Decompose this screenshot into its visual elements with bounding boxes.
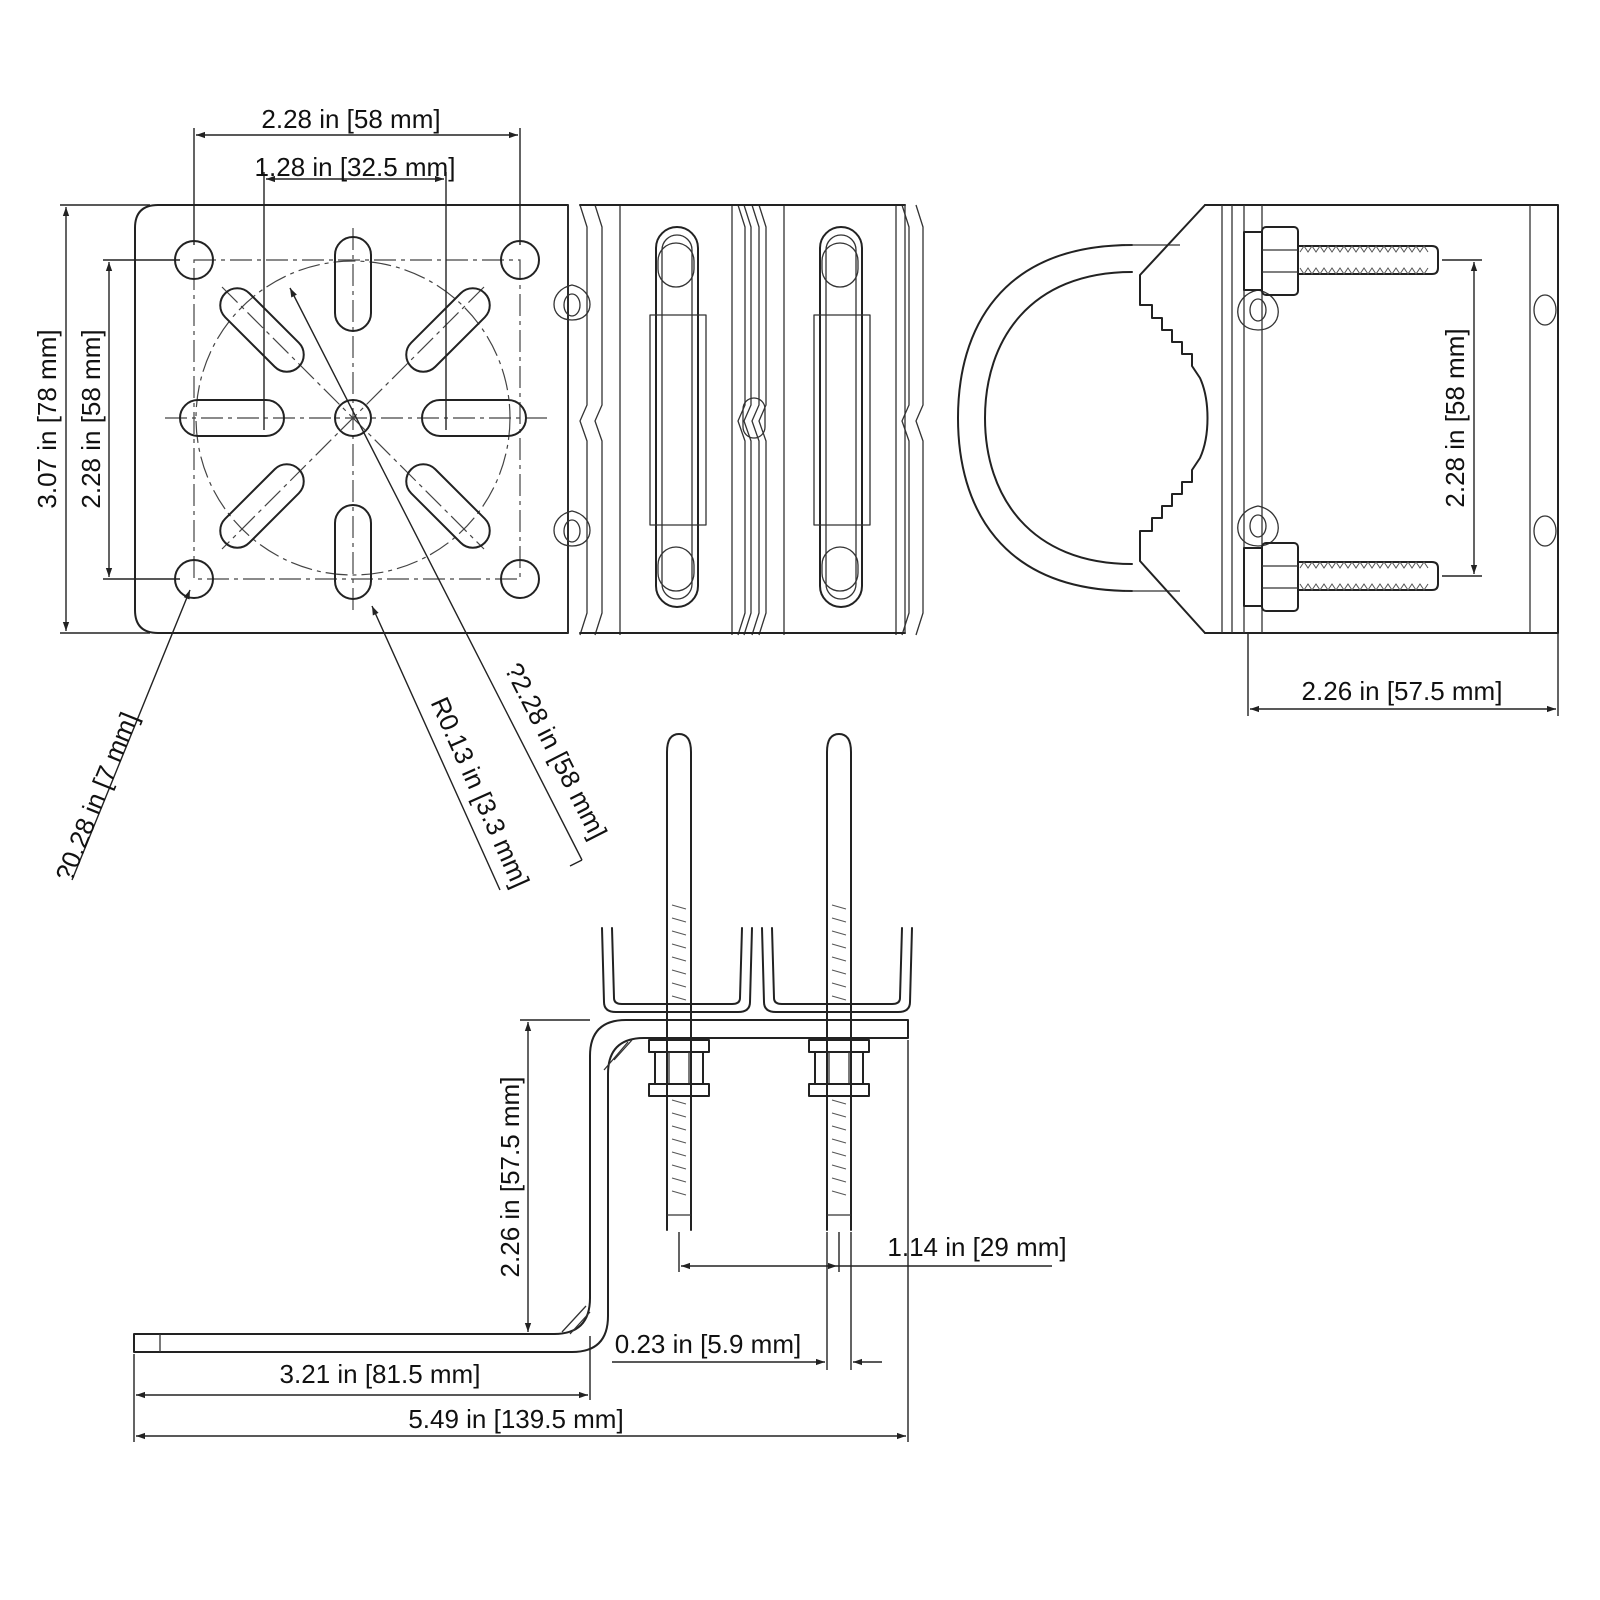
dim-ubolt-spacing: 2.28 in [58 mm] xyxy=(1440,328,1470,507)
bottom-view-dimensions xyxy=(133,1019,1052,1442)
dim-circle-diameter: ?2.28 in [58 mm] xyxy=(499,658,614,844)
dim-bolt-spacing-height: 2.28 in [58 mm] xyxy=(76,329,106,508)
bottom-view xyxy=(133,733,913,1353)
side-view-dimensions xyxy=(1247,259,1559,716)
dim-bolt-spacing-width: 2.28 in [58 mm] xyxy=(261,104,440,134)
dim-bolt-spacing: 1.14 in [29 mm] xyxy=(887,1232,1066,1262)
dim-bolt-diameter: 0.23 in [5.9 mm] xyxy=(615,1329,801,1359)
side-view xyxy=(957,204,1559,634)
dim-hole-diameter: ?0.28 in [7 mm] xyxy=(49,708,144,885)
dim-flange-length: 3.21 in [81.5 mm] xyxy=(280,1359,481,1389)
dim-overall-length: 5.49 in [139.5 mm] xyxy=(408,1404,623,1434)
dim-side-depth: 2.26 in [57.5 mm] xyxy=(1302,676,1503,706)
front-view-dimensions xyxy=(60,128,583,891)
dim-slot-spacing-width: 1.28 in [32.5 mm] xyxy=(255,152,456,182)
dim-bottom-height: 2.26 in [57.5 mm] xyxy=(495,1077,525,1278)
front-view-plate xyxy=(134,204,924,636)
dim-slot-radius: R0.13 in [3.3 mm] xyxy=(425,693,536,893)
dim-overall-height: 3.07 in [78 mm] xyxy=(32,329,62,508)
